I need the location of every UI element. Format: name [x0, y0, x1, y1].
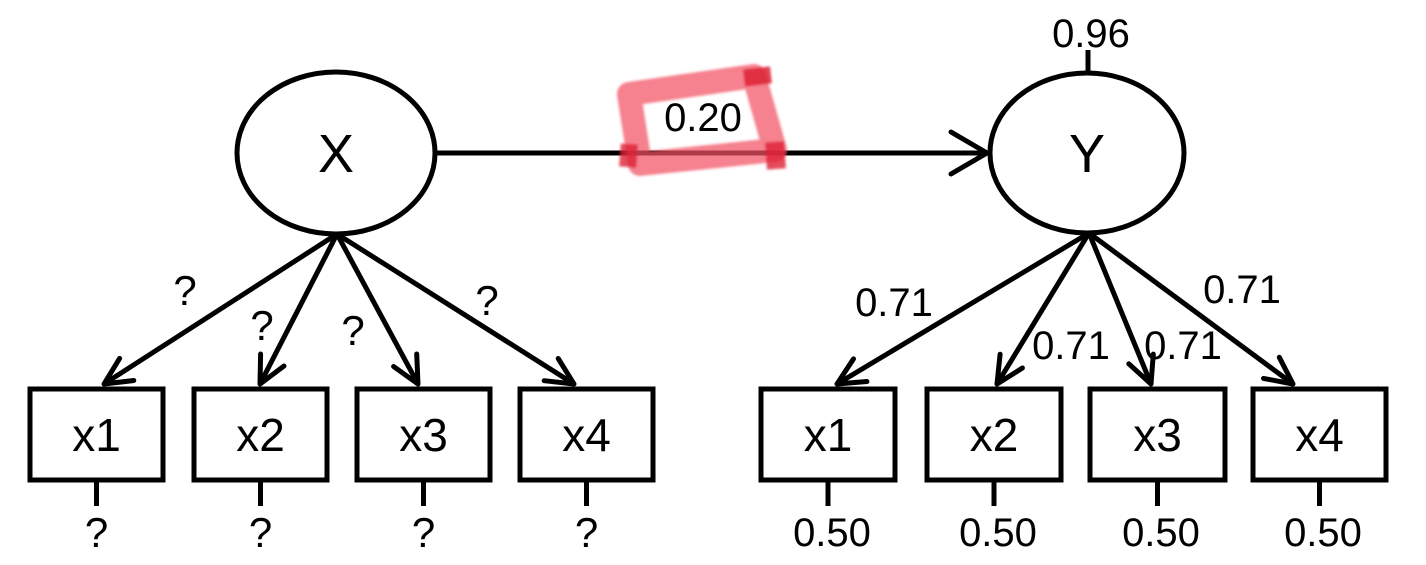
highlight-dark-mark — [765, 141, 786, 170]
loading-arrow — [102, 231, 339, 387]
residual-label: 0.50 — [1284, 511, 1362, 555]
x-loading-arrows — [101, 231, 577, 387]
loading-arrowhead — [1261, 354, 1296, 387]
loading-arrowhead — [994, 351, 1025, 387]
indicator-label: x3 — [399, 409, 448, 461]
residual-label: 0.50 — [1122, 511, 1200, 555]
regression-arrowhead — [948, 129, 990, 177]
indicator-label: x2 — [970, 409, 1019, 461]
indicator-label: x1 — [72, 409, 121, 461]
indicator-label: x1 — [804, 409, 853, 461]
y-indicator-boxes: x1 x2 x3 x4 — [758, 386, 1389, 483]
loading-arrowhead — [101, 355, 137, 387]
loading-label: ? — [341, 307, 364, 354]
indicator-box — [1250, 386, 1389, 483]
indicator-label: x4 — [1295, 409, 1344, 461]
loading-arrowhead — [1126, 351, 1156, 387]
loading-arrowhead — [391, 351, 421, 387]
indicator-label: x2 — [236, 409, 285, 461]
residual-label: 0.50 — [793, 511, 871, 555]
loading-arrow — [994, 231, 1092, 386]
indicator-box — [27, 386, 166, 483]
regression-coefficient-label: 0.20 — [664, 96, 742, 140]
loading-label: ? — [475, 277, 498, 324]
loading-arrow — [835, 230, 1091, 387]
loading-arrow — [334, 232, 421, 386]
loading-arrow — [335, 231, 576, 387]
indicator-label: x3 — [1133, 409, 1182, 461]
loading-label: 0.71 — [1032, 324, 1110, 368]
residual-label: ? — [412, 509, 435, 556]
y-variance-label: 0.96 — [1052, 12, 1130, 56]
loading-label: 0.71 — [855, 281, 933, 325]
residual-label: ? — [85, 509, 108, 556]
indicator-box — [924, 386, 1064, 483]
highlight-dark-mark — [743, 66, 772, 87]
loading-label: 0.71 — [1144, 324, 1222, 368]
loading-arrow — [1086, 232, 1154, 385]
loading-label: ? — [173, 267, 196, 314]
indicator-label: x4 — [562, 409, 611, 461]
loading-arrow — [1087, 230, 1295, 387]
latent-y-label: Y — [1069, 124, 1105, 184]
latent-x-label: X — [318, 124, 354, 184]
loading-arrow — [257, 232, 340, 386]
residual-label: ? — [575, 509, 598, 556]
loading-arrowhead — [541, 356, 577, 387]
x-indicator-boxes: x1 x2 x3 x4 — [27, 386, 656, 483]
loading-label: 0.71 — [1203, 268, 1281, 312]
x-residuals: ? ? ? ? — [85, 480, 598, 556]
loading-arrowhead — [834, 356, 870, 387]
y-residuals: 0.50 0.50 0.50 0.50 — [793, 480, 1362, 555]
residual-label: 0.50 — [959, 511, 1037, 555]
loading-label: ? — [250, 302, 273, 349]
highlight-dark-mark — [619, 143, 638, 168]
highlight-annotation — [617, 64, 787, 176]
residual-label: ? — [249, 509, 272, 556]
loading-arrowhead — [257, 351, 287, 387]
y-loading-arrows — [834, 230, 1296, 387]
indicator-box — [517, 386, 656, 483]
